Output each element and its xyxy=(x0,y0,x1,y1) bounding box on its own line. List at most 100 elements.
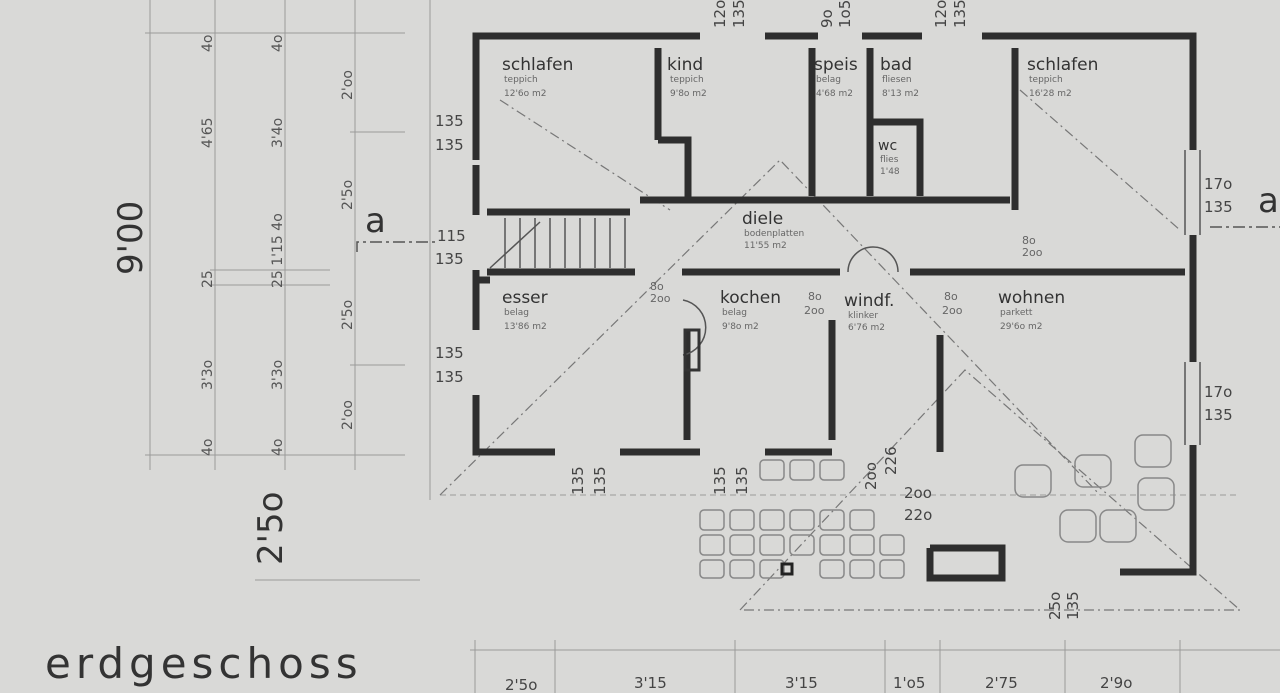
room-esser: esser belag 13'86 m2 xyxy=(502,288,548,332)
walls xyxy=(472,32,1201,582)
svg-text:9o: 9o xyxy=(818,9,836,28)
svg-text:25: 25 xyxy=(200,270,216,288)
svg-text:135: 135 xyxy=(730,0,748,28)
svg-text:9'8o m2: 9'8o m2 xyxy=(722,322,759,332)
svg-text:115: 115 xyxy=(437,227,466,245)
svg-text:29'6o m2: 29'6o m2 xyxy=(1000,322,1043,332)
svg-text:17o: 17o xyxy=(1204,175,1232,193)
svg-text:135: 135 xyxy=(435,112,464,130)
svg-text:22o: 22o xyxy=(904,506,932,524)
svg-text:12o: 12o xyxy=(932,0,950,28)
svg-text:17o: 17o xyxy=(1204,383,1232,401)
svg-text:3'3o: 3'3o xyxy=(270,360,286,390)
room-diele: diele bodenplatten 11'55 m2 xyxy=(742,209,804,251)
svg-text:esser: esser xyxy=(502,288,548,308)
room-schlafen-1: schlafen teppich 12'6o m2 xyxy=(502,55,573,99)
svg-text:1'48: 1'48 xyxy=(880,167,900,177)
svg-text:schlafen: schlafen xyxy=(502,55,573,75)
svg-text:2oo: 2oo xyxy=(1022,246,1043,259)
svg-text:4o: 4o xyxy=(270,35,286,52)
svg-text:bodenplatten: bodenplatten xyxy=(744,229,804,239)
svg-text:belag: belag xyxy=(722,308,747,318)
svg-text:1o5: 1o5 xyxy=(836,0,854,28)
svg-text:16'28 m2: 16'28 m2 xyxy=(1029,89,1072,99)
svg-text:135: 135 xyxy=(733,466,751,495)
svg-text:wohnen: wohnen xyxy=(998,288,1065,308)
svg-text:226: 226 xyxy=(882,446,900,475)
entrance-arch xyxy=(847,246,899,273)
svg-text:13'86 m2: 13'86 m2 xyxy=(504,322,547,332)
svg-text:8o: 8o xyxy=(944,290,958,303)
svg-text:2'oo: 2'oo xyxy=(340,70,356,100)
svg-text:2'5o: 2'5o xyxy=(340,300,356,330)
svg-text:2oo: 2oo xyxy=(862,462,880,490)
svg-text:3'4o: 3'4o xyxy=(270,118,286,148)
svg-text:135: 135 xyxy=(1204,406,1233,424)
svg-text:135: 135 xyxy=(435,136,464,154)
room-schlafen-2: schlafen teppich 16'28 m2 xyxy=(1027,55,1098,99)
svg-text:4o: 4o xyxy=(200,439,216,456)
room-kochen: kochen belag 9'8o m2 xyxy=(720,288,781,332)
svg-text:2'75: 2'75 xyxy=(985,674,1018,692)
svg-text:8o: 8o xyxy=(1022,234,1036,247)
svg-text:135: 135 xyxy=(1204,198,1233,216)
room-speis: speis belag 4'68 m2 xyxy=(814,55,858,99)
dimension-guides xyxy=(145,0,1280,693)
svg-text:kochen: kochen xyxy=(720,288,781,308)
room-bad: bad fliesen 8'13 m2 xyxy=(880,55,919,99)
svg-text:teppich: teppich xyxy=(1029,75,1063,85)
svg-text:4'68 m2: 4'68 m2 xyxy=(816,89,853,99)
svg-text:8o: 8o xyxy=(808,290,822,303)
svg-text:2oo: 2oo xyxy=(650,292,671,305)
section-marker-right: a xyxy=(1258,181,1279,221)
svg-text:3'15: 3'15 xyxy=(785,674,818,692)
svg-text:teppich: teppich xyxy=(670,75,704,85)
staircase xyxy=(489,218,626,269)
svg-text:135: 135 xyxy=(435,250,464,268)
svg-text:speis: speis xyxy=(814,55,858,75)
bottom-dimensions: 2'5o 3'15 3'15 1'o5 2'75 2'9o xyxy=(505,674,1132,693)
svg-text:2'oo: 2'oo xyxy=(340,400,356,430)
svg-text:135: 135 xyxy=(1064,591,1082,620)
svg-text:8o: 8o xyxy=(650,280,664,293)
svg-text:3'15: 3'15 xyxy=(634,674,667,692)
svg-text:2'9o: 2'9o xyxy=(1100,674,1132,692)
svg-text:135: 135 xyxy=(951,0,969,28)
section-marker-left: a xyxy=(365,201,386,241)
svg-text:schlafen: schlafen xyxy=(1027,55,1098,75)
svg-text:12o: 12o xyxy=(711,0,729,28)
svg-text:teppich: teppich xyxy=(504,75,538,85)
plan-title: erdgeschoss xyxy=(45,639,363,688)
svg-text:klinker: klinker xyxy=(848,311,878,321)
svg-text:2oo: 2oo xyxy=(804,304,825,317)
svg-text:bad: bad xyxy=(880,55,912,75)
svg-text:25 1'15 4o: 25 1'15 4o xyxy=(270,213,286,288)
svg-text:135: 135 xyxy=(591,466,609,495)
svg-text:135: 135 xyxy=(711,466,729,495)
svg-text:8'13 m2: 8'13 m2 xyxy=(882,89,919,99)
window-dimensions: 135 135 115 135 135 135 17o 135 17o 135 … xyxy=(435,0,1233,620)
svg-text:diele: diele xyxy=(742,209,783,229)
svg-text:4o: 4o xyxy=(270,439,286,456)
svg-text:135: 135 xyxy=(435,344,464,362)
terrace-depth-label: 2'5o xyxy=(251,492,291,565)
svg-text:fliesen: fliesen xyxy=(882,75,912,85)
svg-text:3'3o: 3'3o xyxy=(200,360,216,390)
left-dimensions: 4o 4'65 25 3'3o 4o 4o 3'4o 25 1'15 4o 3'… xyxy=(200,35,356,456)
terrace-tiles xyxy=(699,434,1175,579)
svg-text:25o: 25o xyxy=(1046,592,1064,620)
svg-text:belag: belag xyxy=(816,75,841,85)
svg-text:kind: kind xyxy=(667,55,703,75)
section-line-a xyxy=(356,226,1280,252)
svg-text:4'65: 4'65 xyxy=(200,117,216,148)
svg-text:windf.: windf. xyxy=(844,291,894,311)
stove-icon xyxy=(683,328,701,372)
room-wohnen: wohnen parkett 29'6o m2 xyxy=(998,288,1065,332)
svg-text:4o: 4o xyxy=(200,35,216,52)
room-kind: kind teppich 9'8o m2 xyxy=(667,55,707,99)
svg-text:1'o5: 1'o5 xyxy=(893,674,925,692)
roof-outline xyxy=(439,89,1242,611)
room-wc: wc flies 1'48 xyxy=(878,138,900,177)
svg-text:parkett: parkett xyxy=(1000,308,1033,318)
